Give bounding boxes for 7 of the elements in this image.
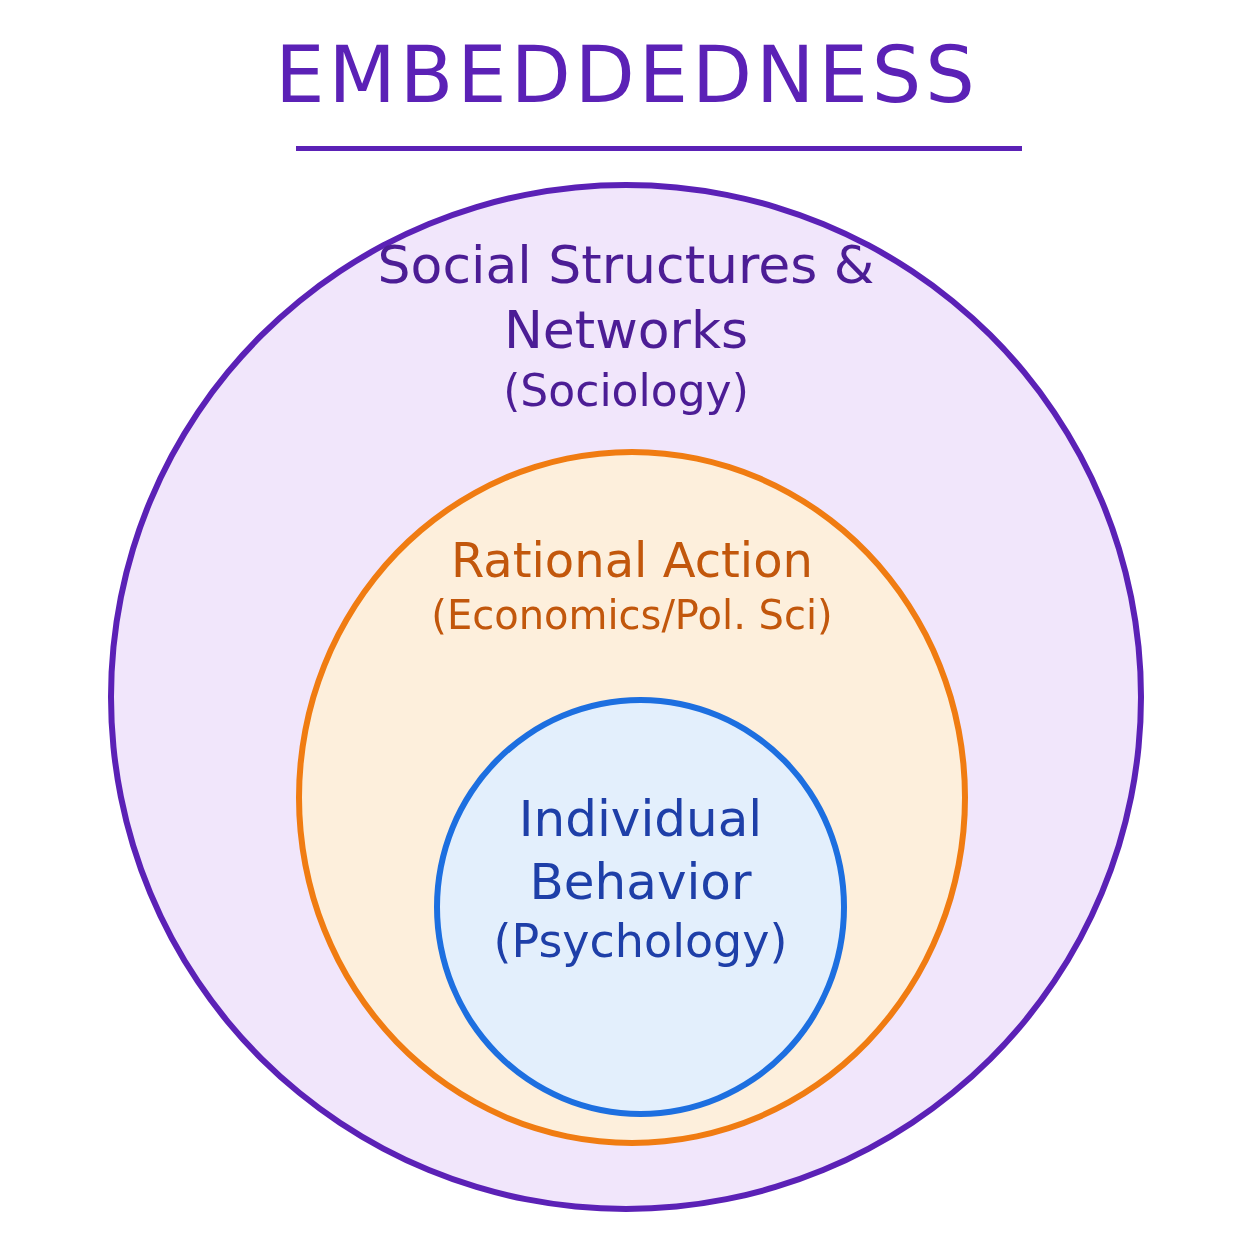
circle-heading: Individual Behavior	[517, 789, 764, 913]
circle-heading: Social Structures & Networks	[376, 234, 876, 362]
discipline-label: (Psychology)	[492, 913, 789, 970]
discipline-label: (Sociology)	[502, 364, 750, 418]
diagram-title: EMBEDDEDNESS	[274, 30, 980, 120]
discipline-label: (Economics/Pol. Sci)	[430, 591, 834, 640]
circle-heading: Rational Action	[450, 531, 814, 590]
